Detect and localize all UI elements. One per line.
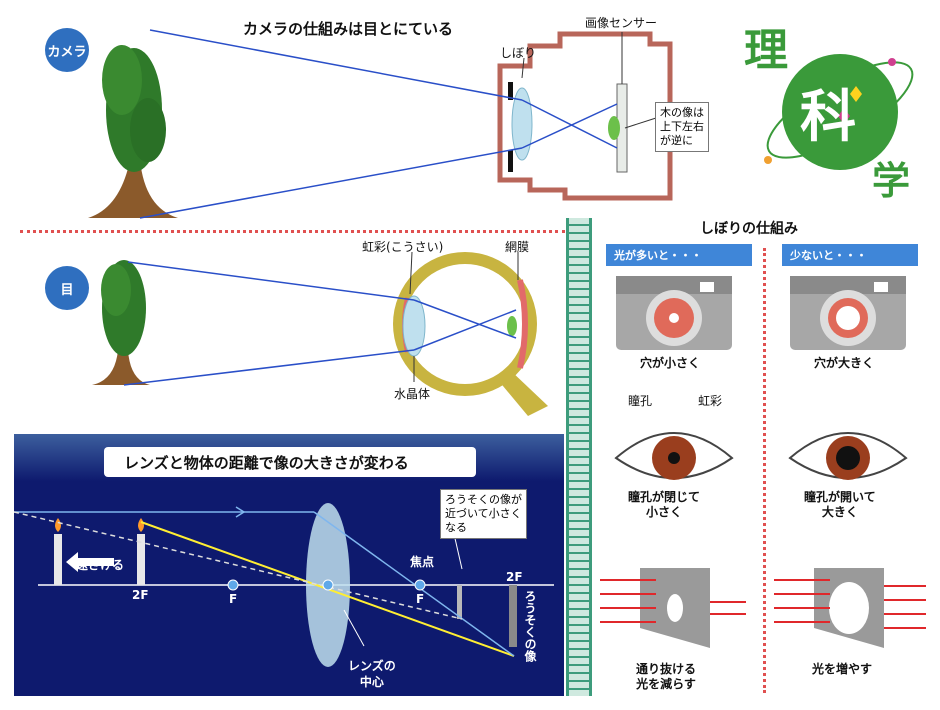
aperture-illustrations: [600, 276, 926, 648]
aperture-panel-title: しぼりの仕組み: [700, 221, 798, 237]
camera-diagram: [88, 29, 673, 219]
less-light-caption: 光を増やす: [812, 662, 873, 676]
logo-char-3: 学: [872, 159, 911, 203]
eye-icon: [614, 432, 734, 480]
twof-left-label: 2F: [132, 588, 149, 602]
eye-diagram: [92, 251, 548, 416]
logo-char-1: 理: [744, 25, 788, 76]
science-logo: [764, 54, 914, 170]
camera-icon: [790, 276, 906, 350]
retina-label: 網膜: [505, 240, 530, 254]
divider-horizontal: [20, 230, 565, 233]
camera-title: カメラの仕組みは目とにている: [243, 20, 454, 38]
less-light-eye-caption: 瞳孔が開いて 大きく: [804, 490, 876, 519]
less-light-tag: 少ないと・・・: [782, 244, 918, 266]
camera-icon: [616, 276, 732, 350]
more-light-camera-caption: 穴が小さく: [640, 356, 701, 370]
twof-right-label: 2F: [506, 570, 523, 584]
more-light-eye-caption: 瞳孔が閉じて 小さく: [628, 490, 701, 519]
tree-icon: [88, 45, 178, 218]
lens-diagram-svg: [14, 503, 554, 667]
tree-icon: [92, 260, 150, 385]
more-light-tag: 光が多いと・・・: [606, 244, 752, 266]
aperture-label: しぼり: [500, 46, 537, 60]
eye-badge: 目: [45, 266, 89, 310]
image-note: ろうそくの像が 近づいて小さく なる: [440, 489, 527, 539]
candle-image-label: ろうそくの像: [523, 590, 537, 662]
iris-label: 虹彩(こうさい): [362, 240, 444, 254]
logo-char-2: 科: [800, 85, 856, 150]
focal-point-label: 焦点: [410, 555, 435, 569]
lens-label: 水晶体: [394, 387, 431, 401]
less-light-camera-caption: 穴が大きく: [814, 356, 875, 370]
f-left-label: F: [229, 592, 238, 606]
more-light-caption: 通り抜ける 光を減らす: [636, 662, 697, 691]
film-strip: [566, 218, 592, 696]
pupil-label: 瞳孔: [628, 394, 653, 408]
camera-note: 木の像は 上下左右 が逆に: [655, 102, 709, 152]
camera-badge: カメラ: [45, 28, 89, 72]
camera-body-outline: [497, 31, 673, 201]
eye-icon: [788, 432, 908, 480]
iris-small-label: 虹彩: [698, 394, 723, 408]
lens-title-box: [104, 447, 476, 477]
lens-center-label: レンズの 中心: [348, 659, 396, 689]
move-away-label: 遠ざける: [76, 558, 125, 572]
sensor-label: 画像センサー: [585, 16, 658, 30]
lens-diagram-title: レンズと物体の距離で像の大きさが変わる: [124, 454, 409, 472]
f-right-label: F: [416, 592, 425, 606]
divider-vertical: [763, 248, 766, 693]
